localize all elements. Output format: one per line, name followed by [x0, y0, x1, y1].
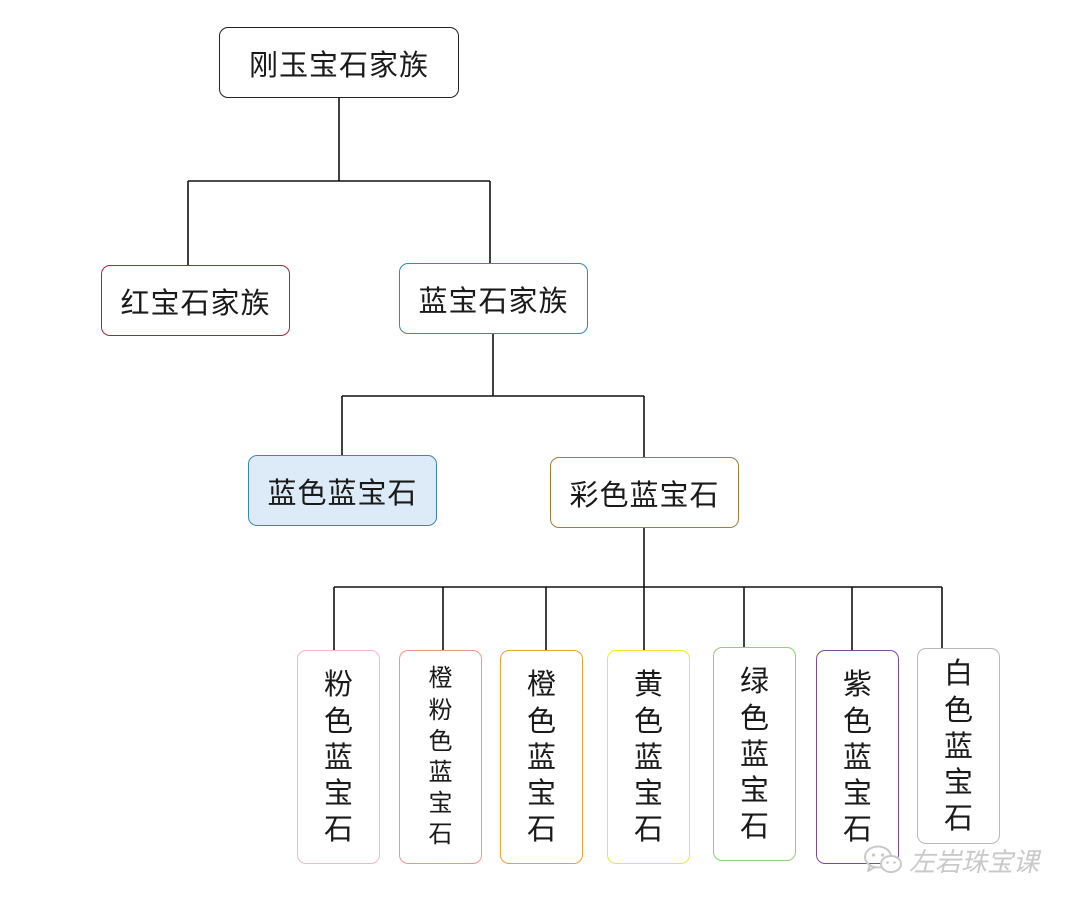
root-node: 刚玉宝石家族	[219, 27, 459, 98]
sapphire-family-label: 蓝宝石家族	[418, 283, 569, 318]
root-label: 刚玉宝石家族	[248, 47, 429, 82]
orange-sapphire-node: 橙色蓝宝石	[500, 650, 583, 864]
padparadscha-sapphire-label: 橙粉色蓝宝石	[428, 664, 453, 849]
white-sapphire-node: 白色蓝宝石	[917, 648, 1000, 844]
wechat-icon	[864, 845, 902, 873]
ruby-family-label: 红宝石家族	[120, 285, 271, 320]
green-sapphire-node: 绿色蓝宝石	[713, 647, 796, 861]
blue-sapphire-label: 蓝色蓝宝石	[267, 475, 418, 510]
watermark-text: 左岩珠宝课	[909, 847, 1040, 878]
watermark: 左岩珠宝课	[863, 842, 1039, 878]
sapphire-family-node: 蓝宝石家族	[399, 263, 588, 334]
yellow-sapphire-label: 黄色蓝宝石	[633, 667, 663, 847]
orange-sapphire-label: 橙色蓝宝石	[526, 667, 556, 847]
fancy-sapphire-label: 彩色蓝宝石	[569, 477, 720, 512]
pink-sapphire-label: 粉色蓝宝石	[323, 667, 353, 847]
fancy-sapphire-node: 彩色蓝宝石	[550, 457, 739, 528]
green-sapphire-label: 绿色蓝宝石	[739, 664, 769, 844]
purple-sapphire-label: 紫色蓝宝石	[842, 667, 872, 847]
blue-sapphire-node: 蓝色蓝宝石	[248, 455, 437, 526]
padparadscha-sapphire-node: 橙粉色蓝宝石	[399, 650, 482, 864]
pink-sapphire-node: 粉色蓝宝石	[297, 650, 380, 864]
purple-sapphire-node: 紫色蓝宝石	[816, 650, 899, 864]
white-sapphire-label: 白色蓝宝石	[943, 656, 973, 836]
yellow-sapphire-node: 黄色蓝宝石	[607, 650, 690, 864]
ruby-family-node: 红宝石家族	[101, 265, 290, 336]
